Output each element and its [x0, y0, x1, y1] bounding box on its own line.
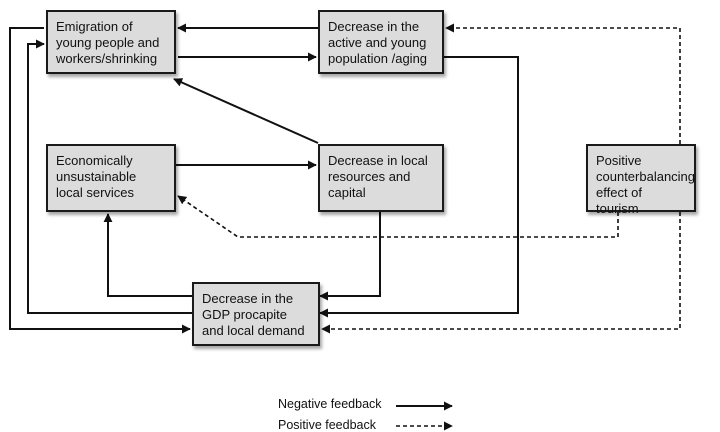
- node-unsustainable-label: Economically unsustainable local service…: [56, 153, 137, 200]
- node-positive-tourism-label: Positive counterbalancing effect of tour…: [596, 153, 696, 216]
- node-decrease-gdp: Decrease in the GDP procapite and local …: [192, 282, 320, 346]
- edge-resources-to-emigration: [173, 78, 319, 144]
- node-decrease-resources: Decrease in local resources and capital: [318, 144, 444, 212]
- node-positive-tourism: Positive counterbalancing effect of tour…: [586, 144, 696, 216]
- node-unsustainable: Economically unsustainable local service…: [46, 144, 176, 212]
- edge-tourism-to-active: [445, 23, 681, 144]
- node-decrease-active-label: Decrease in the active and young populat…: [328, 19, 428, 66]
- edge-gdp-to-unsustainable: [103, 213, 192, 297]
- legend-positive-label: Positive feedback: [278, 418, 376, 432]
- node-decrease-active: Decrease in the active and young populat…: [318, 10, 444, 74]
- edge-tourism-to-unsustainable: [177, 195, 619, 238]
- edge-emigration-to-gdp: [9, 27, 191, 334]
- node-emigration: Emigration of young people and workers/s…: [46, 10, 176, 74]
- legend-negative-label: Negative feedback: [278, 397, 382, 411]
- edge-resources-to-gdp: [319, 212, 381, 301]
- edge-tourism-to-gdp: [321, 212, 681, 334]
- node-decrease-gdp-label: Decrease in the GDP procapite and local …: [202, 291, 305, 338]
- edge-gdp-to-emigration: [27, 39, 192, 314]
- node-decrease-resources-label: Decrease in local resources and capital: [328, 153, 428, 200]
- edge-active-to-gdp: [319, 56, 519, 318]
- node-emigration-label: Emigration of young people and workers/s…: [56, 19, 160, 66]
